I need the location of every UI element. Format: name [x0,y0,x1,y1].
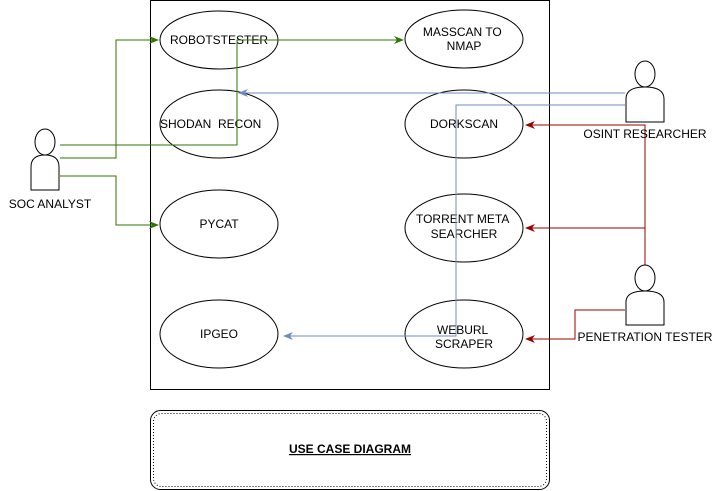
use-case-label: PYCAT [199,217,239,231]
person-icon [30,128,60,191]
diagram-title-box: USE CASE DIAGRAM [150,410,550,490]
actor-label: OSINT RESEARCHER [583,127,706,141]
use-case-label: IPGEO [200,327,238,341]
osint-researcher-connectors [238,89,625,340]
use-case-label: ROBOTSTESTER [170,33,268,47]
connector-pentest-weburl [525,309,625,343]
connector-soc-pycat [60,175,159,229]
use-case-label: WEBURL SCRAPER [435,323,493,351]
actor-osint-researcher[interactable]: OSINT RESEARCHER [583,60,707,141]
actor-label: SOC ANALYST [9,197,92,211]
use-case-label: DORKSCAN [430,117,498,131]
use-case-torrent-meta-searcher[interactable]: TORRENT META SEARCHER [404,193,524,263]
person-icon [625,60,665,123]
soc-analyst-connectors [60,36,404,229]
use-case-dorkscan[interactable]: DORKSCAN [404,89,524,159]
connector-soc-robotstester [60,36,159,159]
use-case-pycat[interactable]: PYCAT [159,189,279,259]
use-case-ipgeo[interactable]: IPGEO [159,299,279,369]
use-case-label: MASSCAN TO NMAP [423,25,505,53]
connector-pentest-dorkscan [525,121,646,265]
use-case-label: SHODAN RECON [0,0,278,131]
actor-soc-analyst[interactable]: SOC ANALYST [9,128,92,211]
penetration-tester-connectors [525,121,646,343]
connector-osint-ipgeo [283,104,625,340]
use-case-shodan-recon[interactable]: SHODAN RECON [0,0,279,159]
use-case-weburl-scraper[interactable]: WEBURL SCRAPER [404,299,524,369]
diagram-title: USE CASE DIAGRAM [289,442,411,456]
use-case-label: TORRENT META SEARCHER [416,212,512,241]
actor-label: PENETRATION TESTER [578,330,713,344]
actor-penetration-tester[interactable]: PENETRATION TESTER [578,264,713,344]
connector-soc-masscan [60,36,404,146]
person-icon [625,264,665,326]
use-case-robotstester[interactable]: ROBOTSTESTER [159,10,279,70]
use-case-masscan-to-nmap[interactable]: MASSCAN TO NMAP [404,9,524,69]
